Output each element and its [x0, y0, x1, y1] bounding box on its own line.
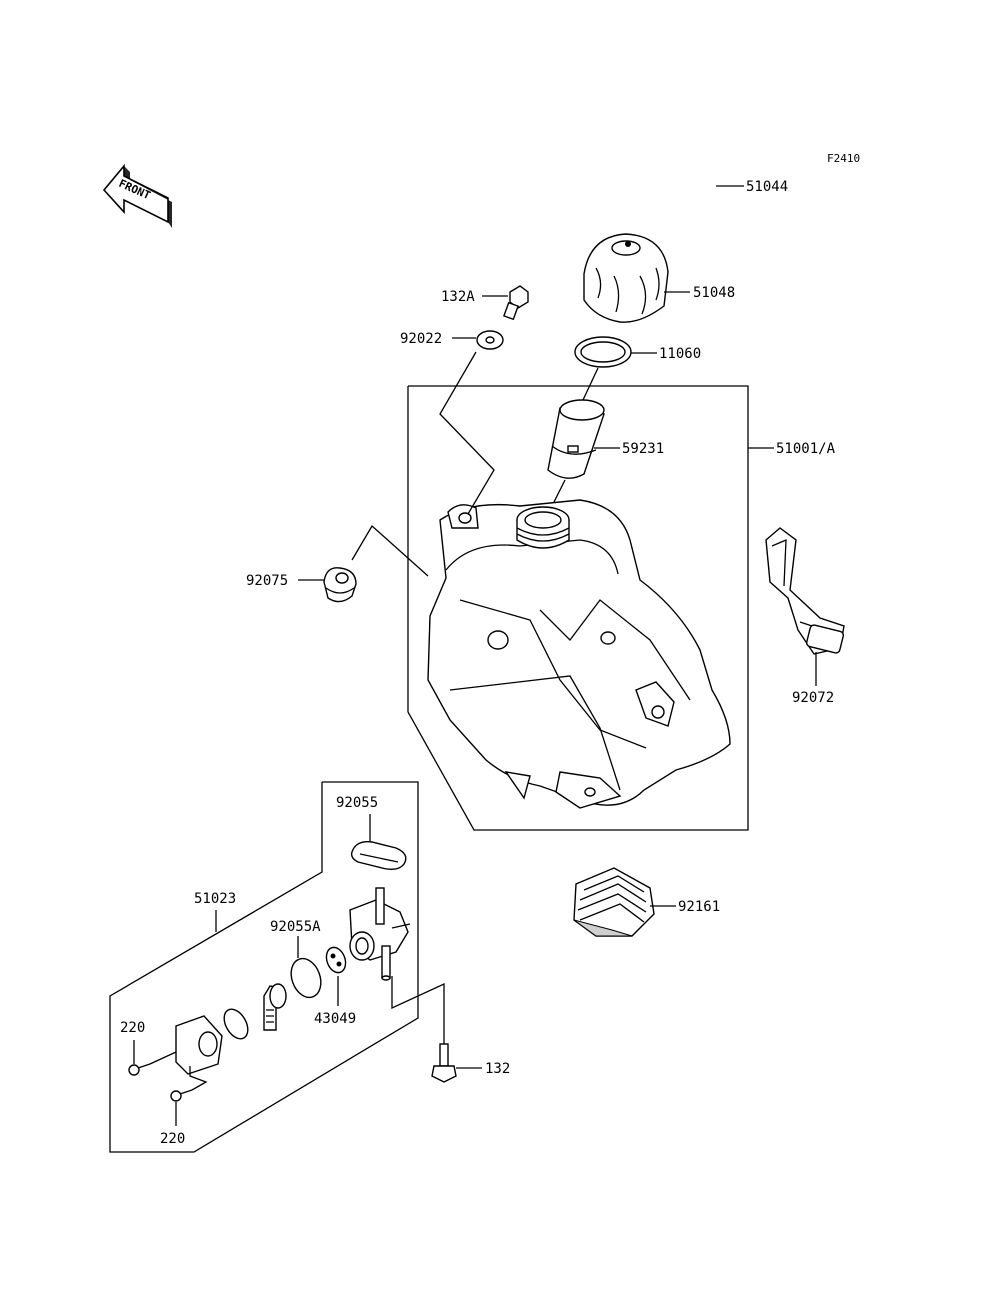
part-label-59231: 59231	[622, 441, 664, 457]
part-label-43049: 43049	[314, 1011, 356, 1027]
gasket-11060-part	[574, 336, 632, 368]
bolt-132a-part	[503, 285, 529, 321]
washer-43049-part	[325, 946, 347, 974]
plate-part	[175, 1015, 223, 1075]
part-label-51048: 51048	[693, 285, 735, 301]
part-label-92072: 92072	[792, 690, 834, 706]
part-label-132a: 132A	[441, 289, 475, 305]
leader-cock-bolt	[391, 976, 445, 1044]
leader-filter-neck	[551, 479, 566, 507]
o-ring-small-part	[223, 1008, 249, 1040]
part-label-51001a: 51001/A	[776, 441, 836, 457]
front-arrow-icon: FRONT	[102, 163, 172, 228]
fuel-cap-part	[583, 233, 669, 323]
bolt-132-part	[431, 1043, 457, 1083]
part-label-92055: 92055	[336, 795, 378, 811]
leader-220-upper-screw	[149, 1051, 177, 1065]
figure-code: F2410	[827, 152, 860, 165]
breather-hose-part	[604, 158, 718, 248]
part-label-220b: 220	[160, 1131, 185, 1147]
part-label-92022: 92022	[400, 331, 442, 347]
part-label-11060: 11060	[659, 346, 701, 362]
fuel-filter-59231-part	[547, 399, 605, 479]
part-label-92055a: 92055A	[270, 919, 321, 935]
rubber-block-92161-part	[573, 867, 655, 937]
o-ring-92055a-part	[290, 957, 322, 999]
leader-92075-tank	[351, 524, 429, 577]
washer-92022-part	[476, 330, 504, 350]
fuel-tank-part	[427, 499, 731, 809]
part-label-92075: 92075	[246, 573, 288, 589]
screw-220-lower-part	[170, 1089, 193, 1102]
part-label-51023: 51023	[194, 891, 236, 907]
gasket-92055-part	[350, 841, 407, 871]
part-label-132: 132	[485, 1061, 510, 1077]
part-label-92161: 92161	[678, 899, 720, 915]
part-label-51044: 51044	[746, 179, 788, 195]
grommet-92075-part	[323, 567, 357, 603]
fuel-cock-group-frame	[109, 781, 419, 1153]
fuel-cock-part	[349, 887, 411, 981]
part-label-220a: 220	[120, 1020, 145, 1036]
tank-group-frame	[407, 385, 749, 831]
screw-220-upper-part	[128, 1063, 151, 1076]
leader-gasket-filter	[582, 367, 599, 401]
strap-92072-part	[765, 527, 845, 655]
strainer-part	[263, 983, 287, 1031]
leader-220-lower-screw	[189, 1066, 208, 1091]
leader-92022-tank	[439, 351, 495, 515]
